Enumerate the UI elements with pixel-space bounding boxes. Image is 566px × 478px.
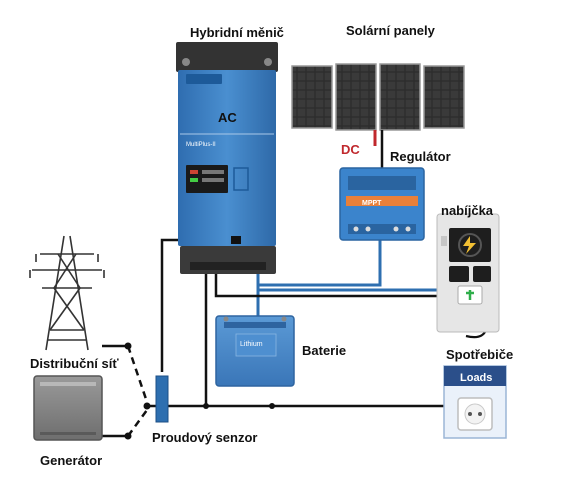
label-regulator: Regulátor (390, 149, 451, 164)
solar-panel-2 (335, 63, 377, 131)
label-battery: Baterie (302, 343, 347, 358)
battery-model: Lithium (240, 341, 263, 348)
battery: Lithium (215, 315, 295, 387)
solar-panel-1 (291, 65, 333, 129)
solar-panel-3 (379, 63, 421, 131)
ev-charger (436, 213, 500, 333)
label-dc: DC (341, 142, 360, 157)
pylon-icon (29, 235, 105, 351)
junction-dot (203, 403, 209, 409)
junction-dot (269, 403, 275, 409)
current-sensor (155, 375, 169, 423)
label-grid: Distribuční síť (30, 356, 119, 371)
mppt-regulator: MPPT (339, 167, 425, 241)
label-inverter: Hybridní měnič (190, 25, 284, 40)
hybrid-inverter: MultiPlus-II (176, 42, 278, 274)
loads-badge: Loads (460, 372, 492, 384)
label-charger: nabíjčka (441, 203, 494, 218)
label-generator: Generátor (40, 453, 103, 468)
cable-regulator-inverter (256, 240, 382, 287)
loads-box: Loads (443, 365, 507, 439)
solar-panels (291, 63, 465, 131)
cable-ac-return (214, 272, 444, 298)
solar-panel-4 (423, 65, 465, 129)
label-loads: Spotřebiče (446, 347, 514, 362)
label-ac: AC (218, 110, 237, 125)
inverter-model: MultiPlus-II (186, 142, 216, 148)
label-sensor: Proudový senzor (152, 430, 258, 445)
label-solar-panels: Solární panely (346, 23, 435, 38)
regulator-model: MPPT (362, 200, 382, 207)
generator (33, 375, 103, 441)
